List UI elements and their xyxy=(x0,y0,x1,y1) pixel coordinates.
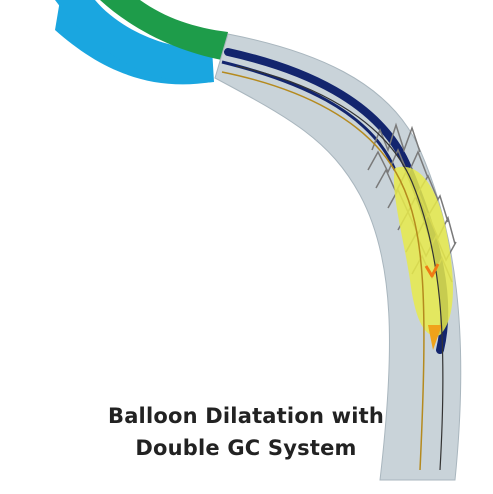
caption-line-2: Double GC System xyxy=(135,436,357,460)
balloon-tip xyxy=(428,325,442,350)
outer-guide-catheter-lower xyxy=(55,0,214,83)
caption-line-1: Balloon Dilatation with xyxy=(107,404,384,428)
chevron-arrow-icon xyxy=(424,263,440,278)
guidewire xyxy=(221,71,425,471)
balloon xyxy=(393,166,453,336)
caption: Balloon Dilatation with Double GC System xyxy=(96,400,396,464)
inner-child-catheter xyxy=(100,0,228,60)
guidewire-secondary xyxy=(235,65,444,471)
